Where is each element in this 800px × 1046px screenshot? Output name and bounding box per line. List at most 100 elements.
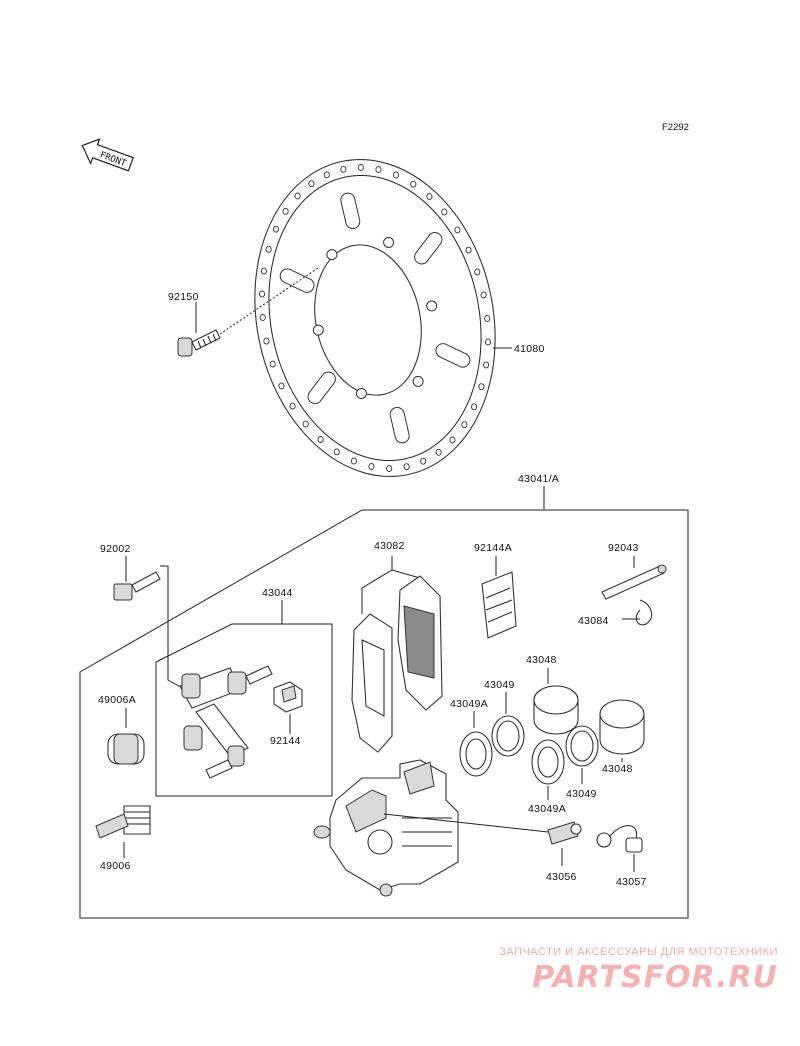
disc-hole	[403, 463, 410, 471]
disc-hole	[454, 226, 461, 234]
boot-small	[107, 733, 145, 765]
disc-hole	[484, 315, 491, 322]
part-label-43049-bottom: 43049	[566, 788, 597, 800]
disc-slot	[389, 406, 410, 444]
caliper-body	[313, 759, 459, 897]
disc-hole	[269, 360, 276, 368]
disc-hole	[308, 180, 315, 188]
disc-hole	[265, 245, 272, 253]
disc-hole	[393, 171, 400, 179]
seal-upper	[491, 715, 525, 757]
part-label-92144A: 92144A	[474, 542, 512, 554]
disc-hole	[386, 465, 393, 472]
front-arrow-icon: FRONT	[81, 138, 134, 172]
caliper-bracket	[179, 665, 273, 779]
disc-hole	[410, 180, 417, 188]
part-label-92144: 92144	[270, 735, 301, 747]
brake-disc	[254, 159, 496, 477]
seal-lower	[565, 725, 599, 767]
disc-bolt-hole	[326, 249, 338, 261]
part-label-92150: 92150	[168, 291, 199, 303]
slide-shaft	[95, 805, 151, 839]
caliper-bolt	[113, 571, 161, 601]
part-label-49006A: 49006A	[98, 694, 136, 706]
disc-slot	[307, 371, 336, 405]
part-label-41080: 41080	[514, 343, 545, 355]
dust-seal-lower	[531, 739, 565, 785]
watermark-tagline: ЗАПЧАСТИ И АКСЕССУАРЫ ДЛЯ МОТОТЕХНИКИ	[499, 946, 778, 958]
disc-slots	[279, 192, 471, 444]
disc-bolt-hole	[312, 324, 324, 336]
pad-spring	[481, 571, 517, 639]
part-label-43049A-top: 43049A	[450, 698, 488, 710]
disc-hole	[449, 436, 456, 444]
disc-hole	[478, 383, 485, 391]
disc-hole	[474, 268, 481, 276]
disc-hole	[272, 225, 279, 233]
disc-hole	[282, 207, 289, 215]
brake-pad-left	[351, 613, 393, 753]
bleed-valve	[547, 821, 582, 845]
part-label-43084: 43084	[578, 615, 609, 627]
disc-bolt-hole	[426, 300, 438, 312]
disc-hole	[258, 290, 266, 298]
pad-spring-small	[273, 681, 303, 713]
disc-hole	[426, 193, 433, 200]
disc-hole	[420, 457, 427, 465]
part-label-43082: 43082	[374, 540, 405, 552]
disc-hole	[357, 164, 364, 171]
watermark-brand: PARTSFOR.RU	[532, 960, 778, 995]
disc-hole	[278, 382, 285, 390]
part-label-43049A-bottom: 43049A	[528, 803, 566, 815]
disc-hole	[317, 436, 324, 443]
dust-seal-upper	[459, 731, 493, 777]
disc-hole	[323, 171, 330, 179]
disc-slot	[435, 343, 471, 368]
disc-holes	[258, 164, 492, 472]
disc-hole	[289, 402, 296, 410]
bleed-cap	[596, 825, 643, 853]
disc-hole	[294, 192, 301, 200]
caliper-pin	[601, 564, 667, 600]
disc-hole	[350, 457, 357, 465]
disc-hole	[461, 421, 468, 429]
disc-hole	[263, 337, 270, 345]
watermark: ЗАПЧАСТИ И АКСЕССУАРЫ ДЛЯ МОТОТЕХНИКИ PA…	[468, 946, 778, 995]
pin-clip	[635, 599, 653, 626]
part-label-43049-top: 43049	[484, 679, 515, 691]
disc-hole	[441, 208, 448, 216]
disc-hole	[465, 246, 472, 254]
disc-hole	[483, 361, 490, 369]
part-label-43048-bottom: 43048	[602, 763, 633, 775]
piston-upper	[533, 685, 579, 735]
disc-bolt-hole	[383, 237, 395, 248]
piston-lower	[599, 699, 645, 755]
disc-slot	[279, 268, 315, 293]
disc-bolt-hole	[355, 388, 367, 399]
part-label-92043: 92043	[608, 542, 639, 554]
part-label-43041A: 43041/A	[518, 473, 559, 485]
part-label-43044: 43044	[262, 587, 293, 599]
disc-bolt-hole	[412, 375, 424, 387]
disc-hole	[259, 314, 266, 321]
part-label-43056: 43056	[546, 871, 577, 883]
disc-hole	[435, 448, 442, 456]
part-label-43048-top: 43048	[526, 654, 557, 666]
brake-pad-right	[397, 575, 443, 711]
disc-hole	[260, 267, 267, 275]
disc-bolt	[177, 329, 221, 357]
disc-hole	[480, 291, 487, 299]
disc-hole	[484, 338, 492, 346]
disc-hole	[375, 166, 382, 173]
disc-hole	[471, 403, 478, 411]
disc-hole	[302, 420, 309, 428]
disc-bolt-holes	[312, 237, 438, 399]
figure-code: F2292	[662, 122, 689, 133]
disc-hole	[368, 463, 375, 470]
part-label-49006: 49006	[100, 860, 131, 872]
disc-slot	[340, 192, 361, 230]
disc-hole	[333, 448, 340, 456]
part-label-92002: 92002	[100, 543, 131, 555]
disc-hole	[340, 165, 347, 173]
